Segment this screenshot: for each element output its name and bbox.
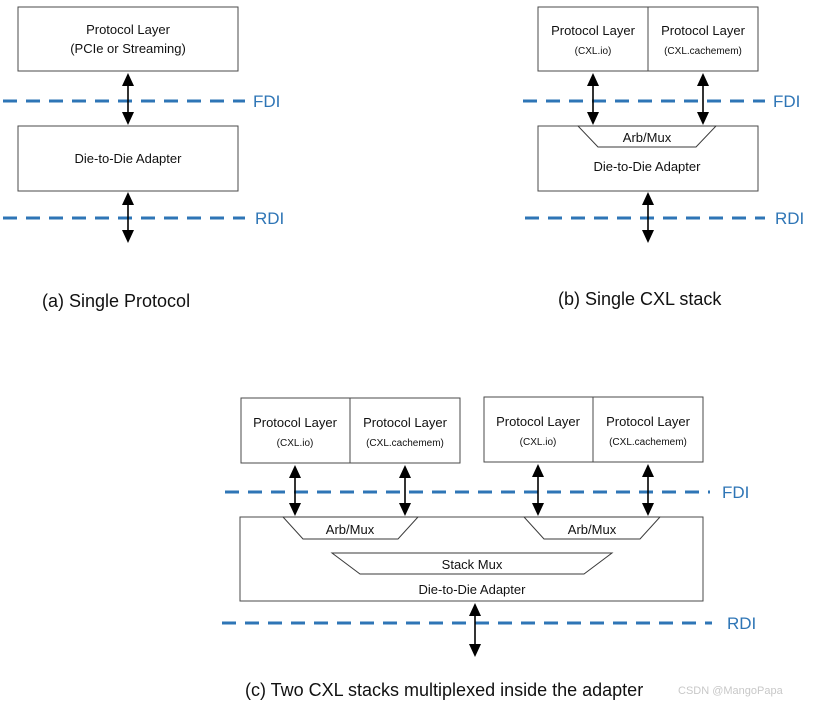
protocol-layer-cxl-io-box-c1: [240, 397, 351, 464]
cxl-cachemem-label-c2: (CXL.cachemem): [609, 437, 687, 448]
bidirectional-arrow-icon: [122, 73, 134, 125]
bidirectional-arrow-icon: [532, 464, 544, 516]
cxl-cachemem-label-c1: (CXL.cachemem): [366, 438, 444, 449]
panel-a: Protocol Layer (PCIe or Streaming) FDI D…: [3, 6, 284, 311]
bidirectional-arrow-icon: [697, 73, 709, 125]
watermark: CSDN @MangoPapa: [678, 685, 784, 697]
bidirectional-arrow-icon: [122, 192, 134, 243]
protocol-layer-cxl-cachemem-box-b: [647, 6, 759, 72]
protocol-layer-label-c1: Protocol Layer: [253, 415, 337, 430]
bidirectional-arrow-icon: [399, 465, 411, 516]
protocol-layer-cxl-cachemem-box-c1: [349, 397, 461, 464]
protocol-layer-label-b1: Protocol Layer: [551, 23, 635, 38]
bidirectional-arrow-icon: [587, 73, 599, 125]
rdi-label-a: RDI: [255, 209, 284, 228]
protocol-layer-label-c2: Protocol Layer: [363, 415, 447, 430]
arb-mux-block-b: [576, 125, 718, 148]
fdi-label-a: FDI: [253, 92, 280, 111]
arb-mux-label-c1: Arb/Mux: [326, 522, 375, 537]
cxl-io-label-b: (CXL.io): [575, 46, 612, 57]
protocol-layer-label-c3: Protocol Layer: [496, 414, 580, 429]
die-to-die-adapter-label-a: Die-to-Die Adapter: [75, 151, 183, 166]
fdi-label-b: FDI: [773, 92, 800, 111]
protocol-layer-label-a: Protocol Layer: [86, 22, 170, 37]
die-to-die-adapter-box-a: [17, 125, 239, 192]
stack-mux-label: Stack Mux: [442, 557, 503, 572]
protocol-layer-label-c4: Protocol Layer: [606, 414, 690, 429]
panel-b: Protocol Layer (CXL.io) Protocol Layer (…: [523, 6, 804, 309]
arb-mux-block-c2: [522, 516, 662, 540]
protocol-layer-label-b2: Protocol Layer: [661, 23, 745, 38]
pcie-streaming-label: (PCIe or Streaming): [70, 41, 186, 56]
caption-c: (c) Two CXL stacks multiplexed inside th…: [245, 680, 643, 700]
rdi-label-c: RDI: [727, 614, 756, 633]
cxl-io-label-c2: (CXL.io): [520, 437, 557, 448]
bidirectional-arrow-icon: [642, 192, 654, 243]
bidirectional-arrow-icon: [642, 464, 654, 516]
arb-mux-label-c2: Arb/Mux: [568, 522, 617, 537]
fdi-label-c: FDI: [722, 483, 749, 502]
protocol-layer-cxl-io-box-b: [537, 6, 649, 72]
stack-mux-block: [330, 552, 614, 575]
bidirectional-arrow-icon: [289, 465, 301, 516]
rdi-label-b: RDI: [775, 209, 804, 228]
caption-b: (b) Single CXL stack: [558, 289, 722, 309]
protocol-layer-box-a: [17, 6, 239, 72]
die-to-die-adapter-label-b: Die-to-Die Adapter: [594, 159, 702, 174]
die-to-die-adapter-label-c: Die-to-Die Adapter: [419, 582, 527, 597]
die-to-die-adapter-box-b: [537, 125, 759, 192]
cxl-io-label-c1: (CXL.io): [277, 438, 314, 449]
arb-mux-block-c1: [281, 516, 420, 540]
bidirectional-arrow-icon: [469, 603, 481, 657]
panel-c: Protocol Layer (CXL.io) Protocol Layer (…: [222, 396, 756, 700]
protocol-layer-cxl-cachemem-box-c2: [592, 396, 704, 463]
protocol-layer-cxl-io-box-c2: [483, 396, 594, 463]
caption-a: (a) Single Protocol: [42, 291, 190, 311]
cxl-cachemem-label-b: (CXL.cachemem): [664, 46, 742, 57]
arb-mux-label-b: Arb/Mux: [623, 130, 672, 145]
